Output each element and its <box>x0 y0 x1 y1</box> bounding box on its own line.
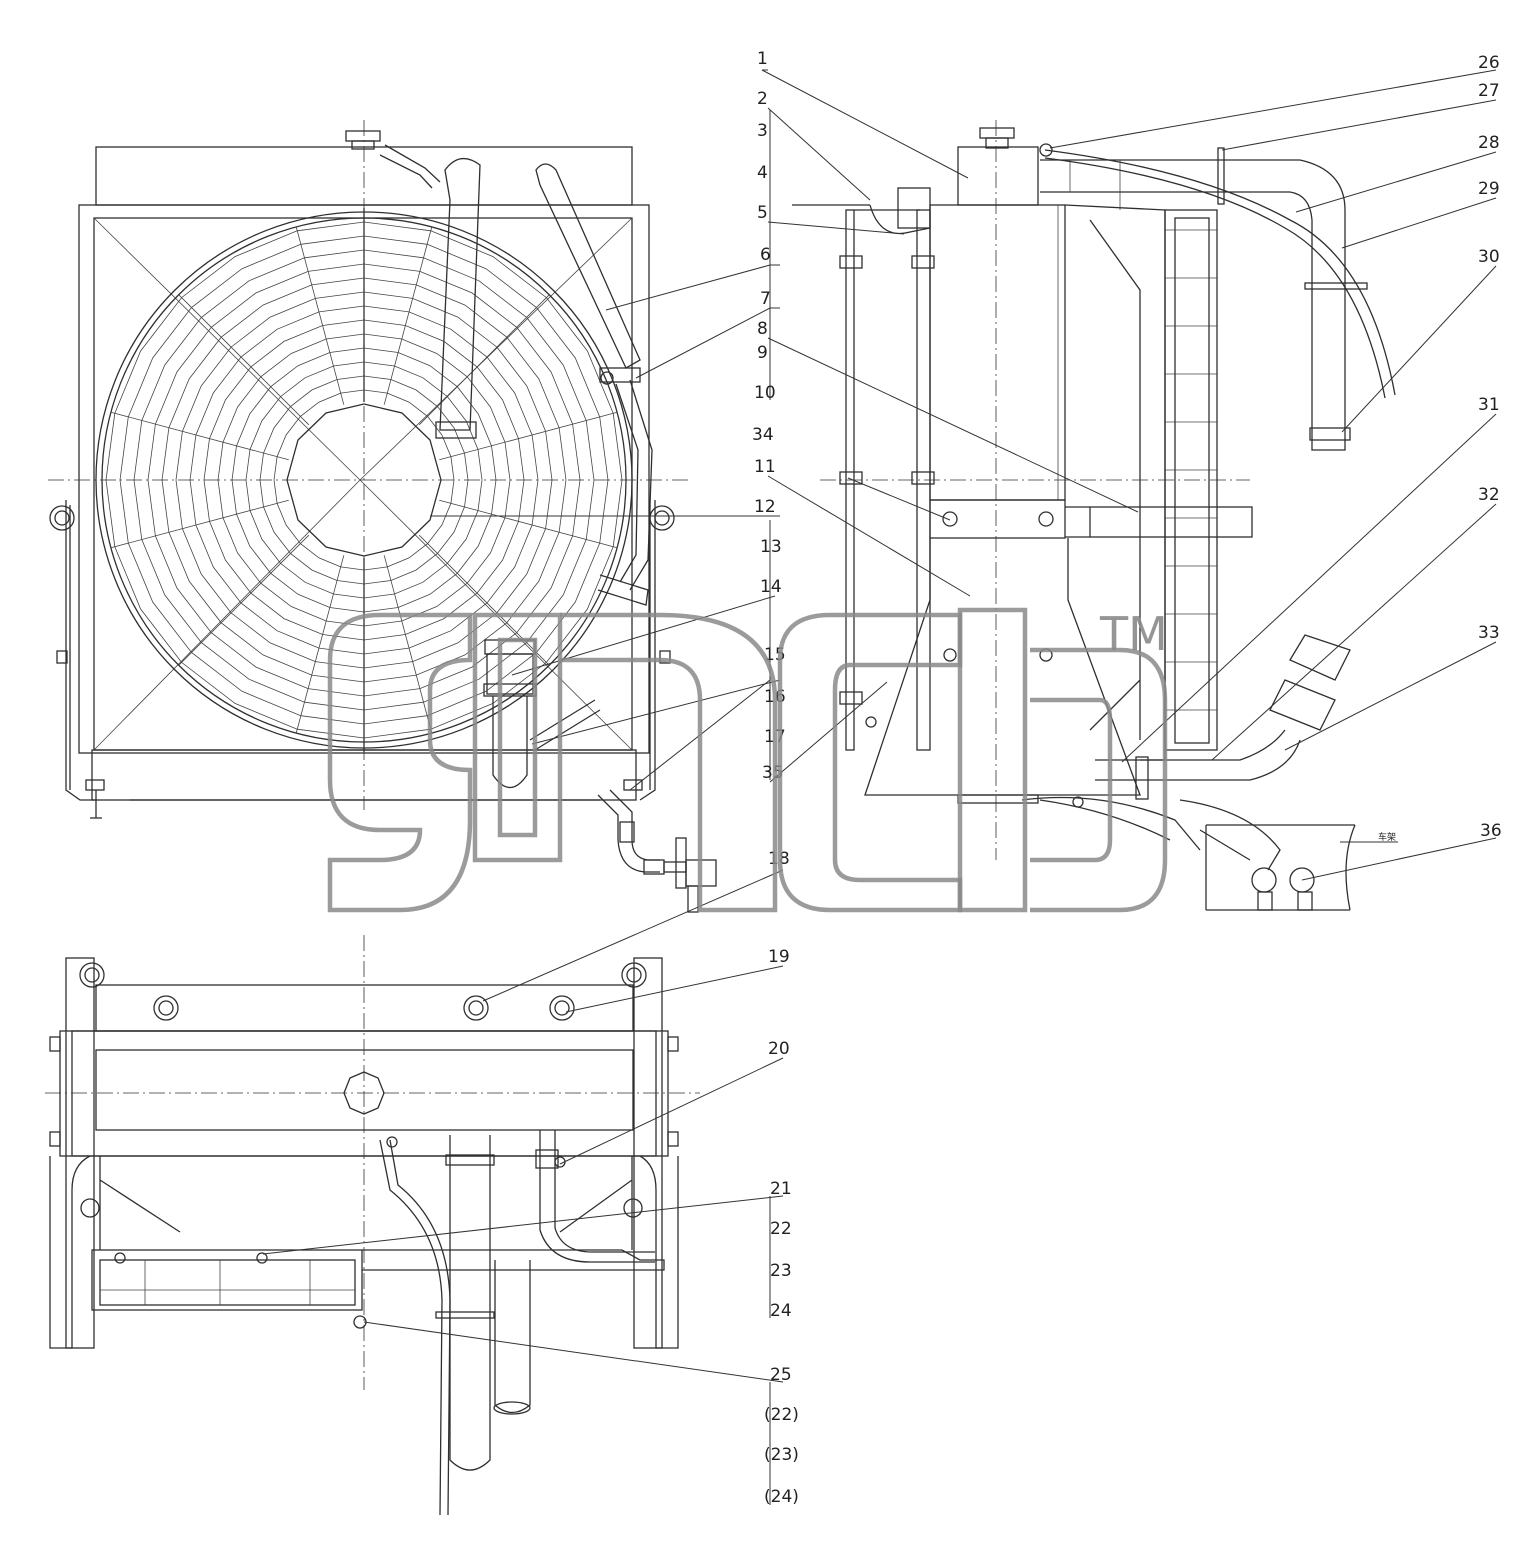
fan-guard-spoke <box>383 555 433 734</box>
callout-27: 27 <box>1478 81 1500 101</box>
front-view <box>48 120 717 913</box>
callout-5: 5 <box>757 203 768 223</box>
fan-guard-ring <box>175 291 553 669</box>
fan-guard-spoke <box>439 499 618 549</box>
callout-24-ref: (24) <box>764 1487 799 1507</box>
callout-22: 22 <box>770 1219 792 1239</box>
callout-30: 30 <box>1478 247 1500 267</box>
callout-2: 2 <box>757 89 768 109</box>
callout-20: 20 <box>768 1039 790 1059</box>
callout-12: 12 <box>754 497 776 517</box>
callout-8: 8 <box>757 319 768 339</box>
callout-4: 4 <box>757 163 768 183</box>
fan-guard-spoke <box>110 411 289 461</box>
fan-guard-ring <box>245 361 483 599</box>
callout-26: 26 <box>1478 53 1500 73</box>
top-view <box>45 935 700 1516</box>
fan-guard-spoke <box>418 534 550 666</box>
callout-28: 28 <box>1478 133 1500 153</box>
callout-11: 11 <box>754 457 776 477</box>
fan-guard-spoke <box>295 555 345 734</box>
callout-3: 3 <box>757 121 768 141</box>
gncb-watermark-logo: TM <box>327 607 1168 913</box>
callout-labels: 1 2 3 4 5 6 7 8 9 10 34 11 12 13 14 15 1… <box>752 49 1502 1507</box>
fan-guard-spoke <box>383 226 433 405</box>
callout-13: 13 <box>760 537 782 557</box>
callout-9: 9 <box>757 343 768 363</box>
callout-33: 33 <box>1478 623 1500 643</box>
callout-19: 19 <box>768 947 790 967</box>
callout-10: 10 <box>754 383 776 403</box>
callout-23-ref: (23) <box>764 1445 799 1465</box>
callout-21: 21 <box>770 1179 792 1199</box>
fan-guard-spoke <box>418 294 550 426</box>
callout-1: 1 <box>757 49 768 69</box>
callout-23: 23 <box>770 1261 792 1281</box>
callout-36: 36 <box>1480 821 1502 841</box>
chassis-label: 车架 <box>1378 831 1396 843</box>
callout-14: 14 <box>760 577 782 597</box>
callout-32: 32 <box>1478 485 1500 505</box>
fan-guard-spoke <box>439 411 618 461</box>
callout-22-ref: (22) <box>764 1405 799 1425</box>
fan-guard-spoke <box>110 499 289 549</box>
callout-24: 24 <box>770 1301 792 1321</box>
fan-guard-spoke <box>178 534 310 666</box>
fan-guard-spoke <box>178 294 310 426</box>
callout-7: 7 <box>760 289 771 309</box>
callout-34: 34 <box>752 425 774 445</box>
callout-29: 29 <box>1478 179 1500 199</box>
callout-25: 25 <box>770 1365 792 1385</box>
callout-31: 31 <box>1478 395 1500 415</box>
fan-guard-ring <box>273 389 455 571</box>
leader-lines <box>262 69 1497 1505</box>
fan-guard-spoke <box>295 226 345 405</box>
callout-6: 6 <box>760 245 771 265</box>
side-view <box>792 120 1396 911</box>
watermark-trademark: TM <box>1099 607 1168 661</box>
